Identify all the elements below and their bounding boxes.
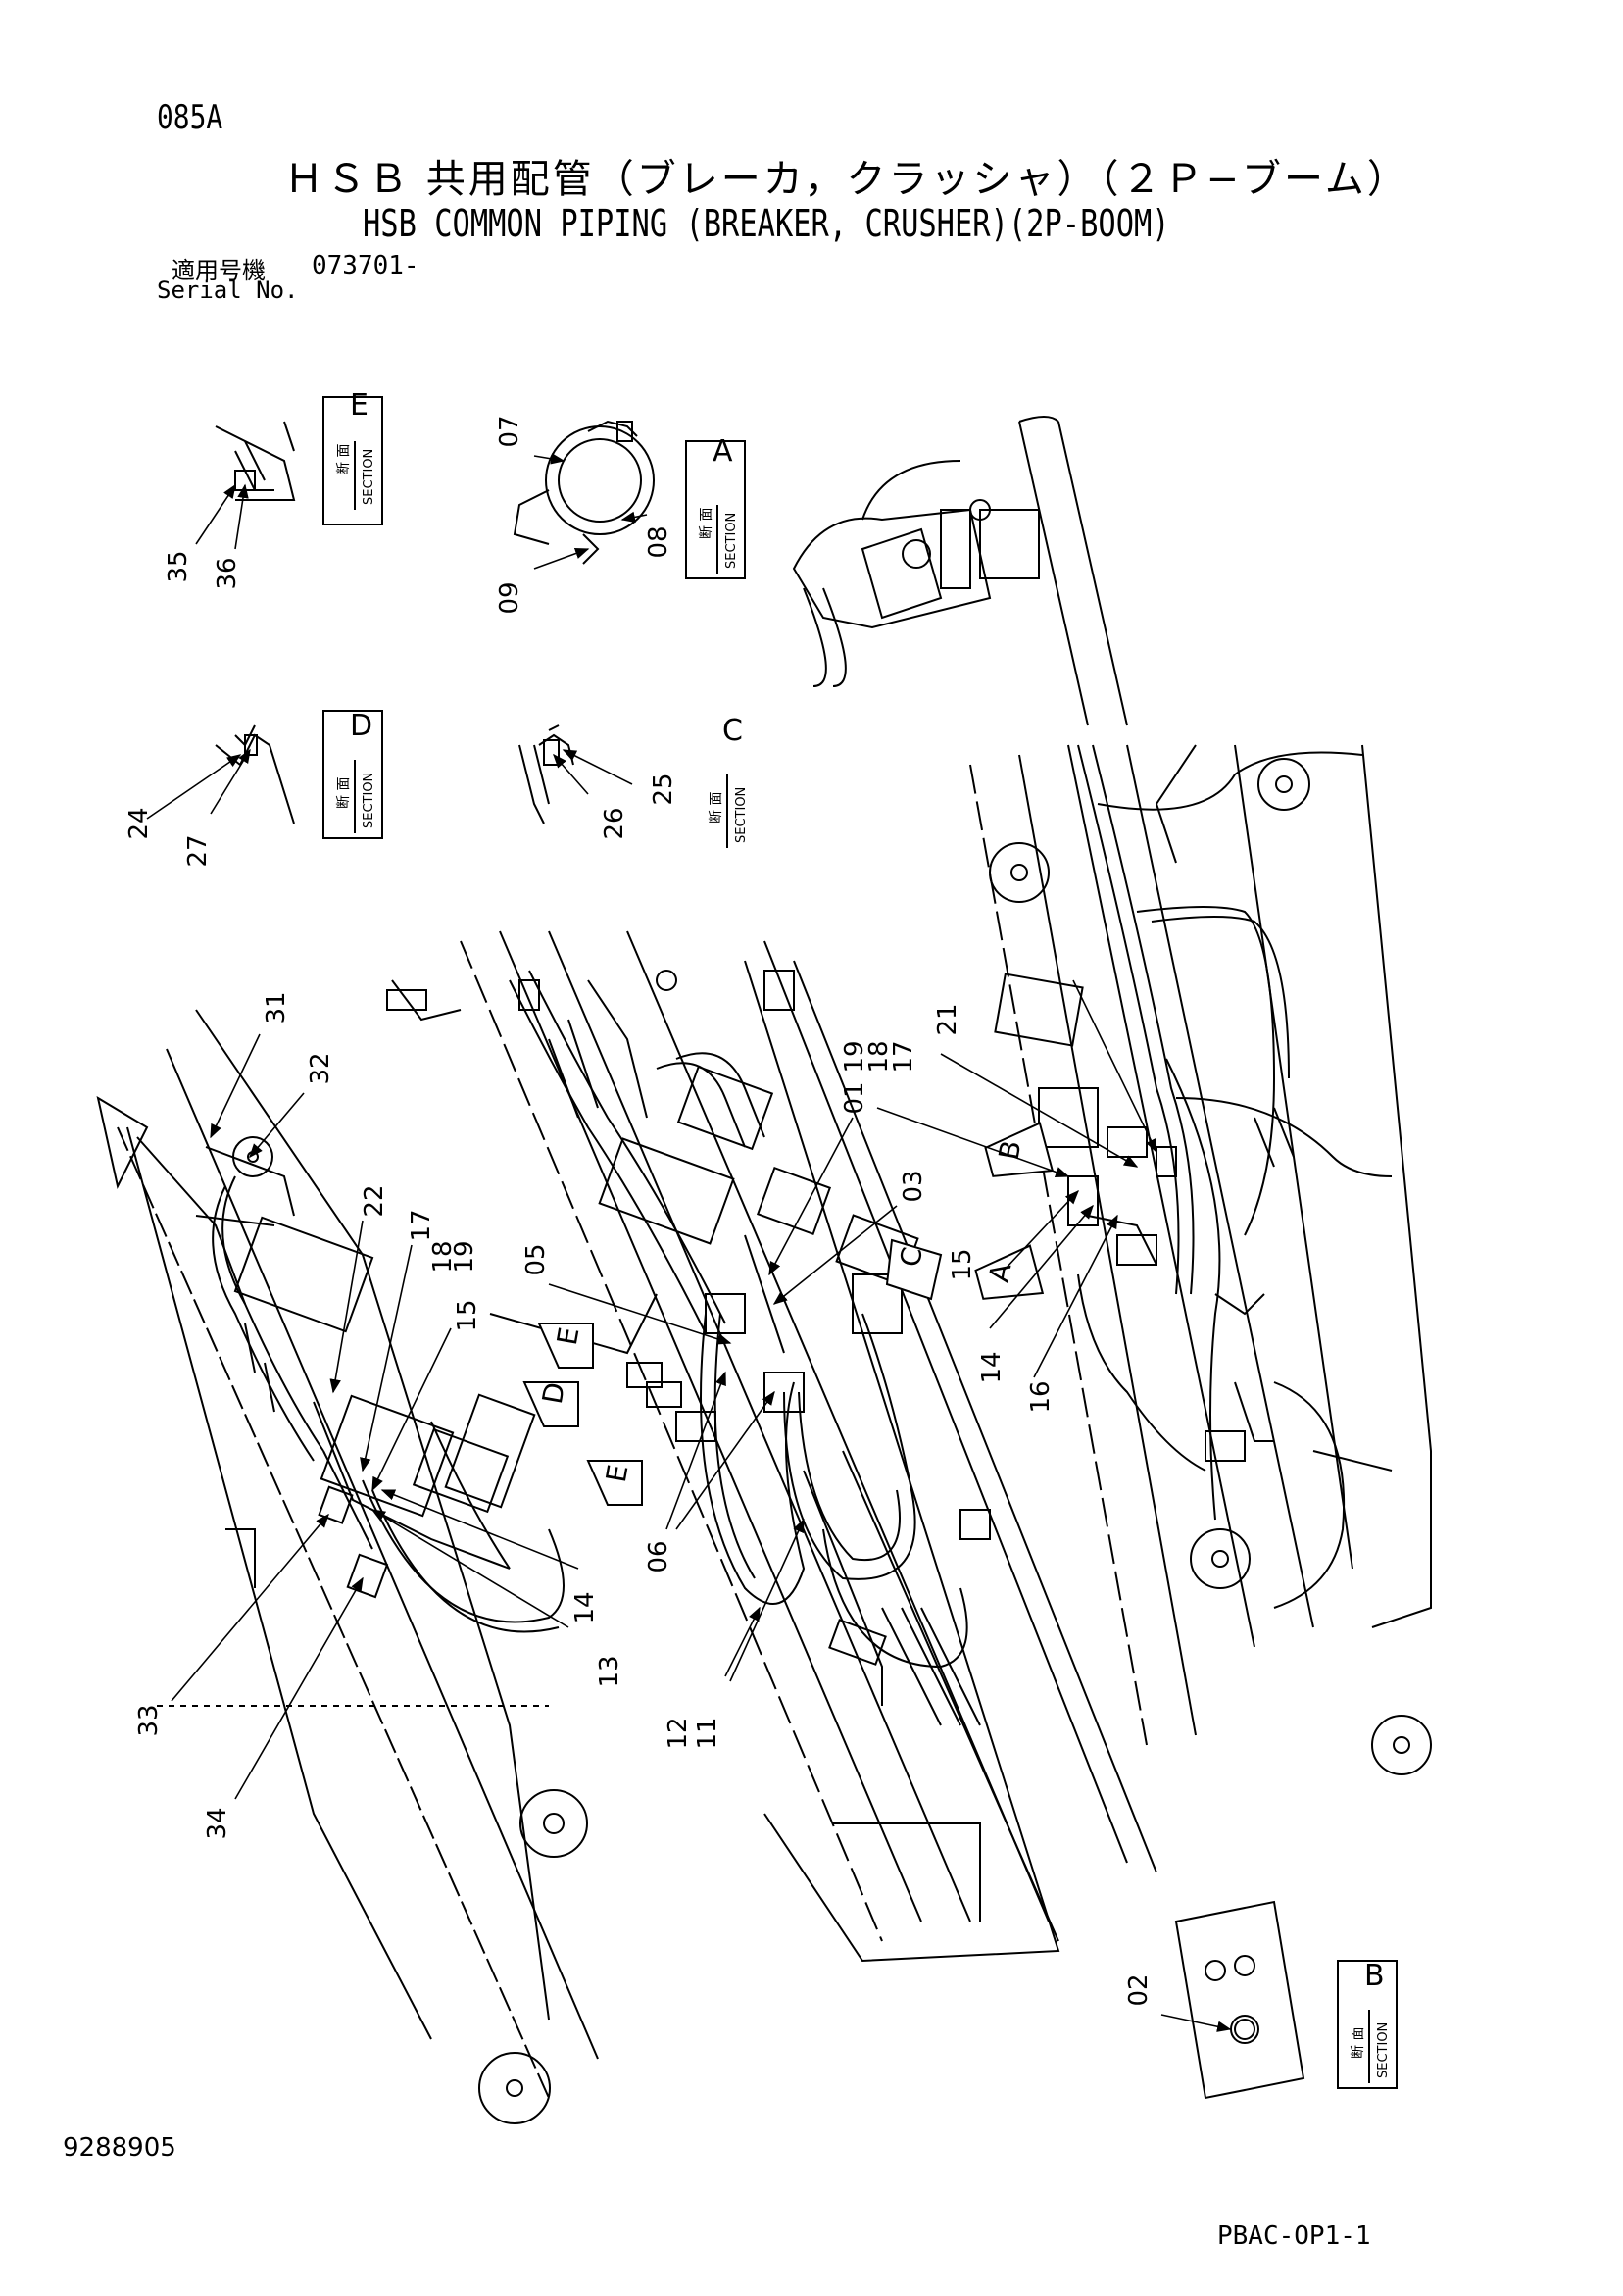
callout-14-right: 14: [977, 1351, 1007, 1383]
section-label-boxes: E 断 面 SECTION A 断 面 SECTION D 断 面 SECTIO…: [322, 388, 1398, 2089]
section-a-label-jp: 断 面: [699, 508, 714, 539]
callout-18-center: 18: [864, 1040, 894, 1073]
callout-34: 34: [203, 1807, 232, 1839]
section-d-label-en: SECTION: [362, 773, 376, 828]
section-a-label-en: SECTION: [724, 513, 739, 569]
page-title-japanese: ＨＳＢ 共用配管（ブレーカ，クラッシャ）（２Ｐ−ブーム）: [284, 157, 1409, 202]
callout-19-left: 19: [450, 1240, 479, 1273]
serial-label-japanese: 適用号機: [172, 257, 266, 284]
callout-18-left: 18: [428, 1240, 458, 1273]
svg-text:E: E: [600, 1462, 635, 1484]
section-c-letter: C: [722, 714, 743, 748]
callout-21: 21: [933, 1003, 962, 1035]
section-e-box: E 断 面 SECTION: [322, 388, 383, 525]
callout-01: 01: [840, 1081, 869, 1114]
callout-26: 26: [600, 807, 629, 839]
callout-13-left: 13: [595, 1655, 624, 1687]
callout-07: 07: [495, 415, 524, 447]
callout-06: 06: [644, 1540, 673, 1572]
right-boom-drawing: [969, 744, 1432, 1775]
view-markers: B A C E D E: [522, 1122, 1055, 1506]
section-b-letter: B: [1364, 1959, 1385, 1993]
svg-text:E: E: [551, 1324, 586, 1347]
serial-number-value: 073701-: [312, 251, 419, 280]
section-d-box: D 断 面 SECTION: [322, 709, 383, 839]
sheet-reference: PBAC-OP1-1: [1217, 2221, 1371, 2251]
section-b-box: B 断 面 SECTION: [1337, 1959, 1398, 2089]
section-e-letter: E: [350, 388, 369, 423]
page-code: 085A: [157, 98, 223, 137]
center-boom-drawing: [386, 930, 1157, 1963]
section-b-detail: [1174, 1900, 1305, 2100]
callout-27: 27: [183, 834, 213, 867]
callout-05: 05: [521, 1243, 551, 1275]
view-marker-e-lower: E: [586, 1460, 643, 1506]
section-a-box: A 断 面 SECTION: [685, 434, 746, 579]
upper-right-detail: [792, 416, 1128, 726]
callout-32: 32: [306, 1052, 335, 1084]
callout-16: 16: [1026, 1380, 1056, 1413]
section-d-detail: [215, 724, 295, 824]
view-marker-e-upper: E: [537, 1323, 594, 1369]
callout-02: 02: [1124, 1973, 1154, 2006]
section-c-label-en: SECTION: [734, 787, 749, 843]
section-b-label-jp: 断 面: [1351, 2027, 1366, 2059]
callout-17-center: 17: [889, 1040, 918, 1073]
view-marker-d: D: [522, 1380, 579, 1427]
callout-15-right: 15: [948, 1248, 977, 1280]
callout-31: 31: [262, 991, 291, 1023]
section-a-letter: A: [713, 434, 733, 469]
callout-03: 03: [899, 1170, 928, 1202]
section-c-detail: [518, 724, 574, 824]
left-boom-drawing: [96, 1009, 599, 2124]
section-c-label-jp: 断 面: [709, 792, 724, 824]
callout-15-left: 15: [453, 1299, 482, 1331]
serial-label-english: Serial No.: [157, 276, 299, 304]
callout-14-left: 14: [570, 1591, 600, 1623]
callout-19-center: 19: [840, 1040, 869, 1073]
section-e-label-jp: 断 面: [336, 444, 352, 475]
callout-numbers: 35 36 07 08 09 24 27 25 26 02 31 32 22 1…: [124, 415, 1154, 2006]
page-title-english: HSB COMMON PIPING (BREAKER, CRUSHER)(2P-…: [363, 202, 1170, 245]
section-a-detail: [513, 420, 655, 565]
callout-17-left: 17: [407, 1209, 436, 1241]
callout-22: 22: [360, 1184, 389, 1217]
callout-24: 24: [124, 807, 154, 839]
callout-36: 36: [213, 557, 242, 589]
callout-08: 08: [644, 525, 673, 558]
section-e-label-en: SECTION: [362, 449, 376, 505]
callout-35: 35: [164, 550, 193, 582]
view-marker-b: B: [984, 1122, 1055, 1177]
section-e-detail: [215, 421, 296, 501]
drawing-number: 9288905: [63, 2133, 176, 2163]
section-c-box: C 断 面 SECTION: [709, 714, 749, 848]
callout-11: 11: [693, 1717, 722, 1749]
section-d-label-jp: 断 面: [336, 777, 352, 809]
section-b-label-en: SECTION: [1376, 2022, 1391, 2078]
callout-12: 12: [664, 1717, 693, 1749]
callout-09: 09: [495, 581, 524, 614]
leader-lines: [146, 453, 1232, 2032]
callout-25: 25: [649, 773, 678, 805]
view-marker-c: C: [885, 1238, 943, 1301]
callout-33: 33: [134, 1704, 164, 1736]
section-d-letter: D: [350, 709, 372, 743]
